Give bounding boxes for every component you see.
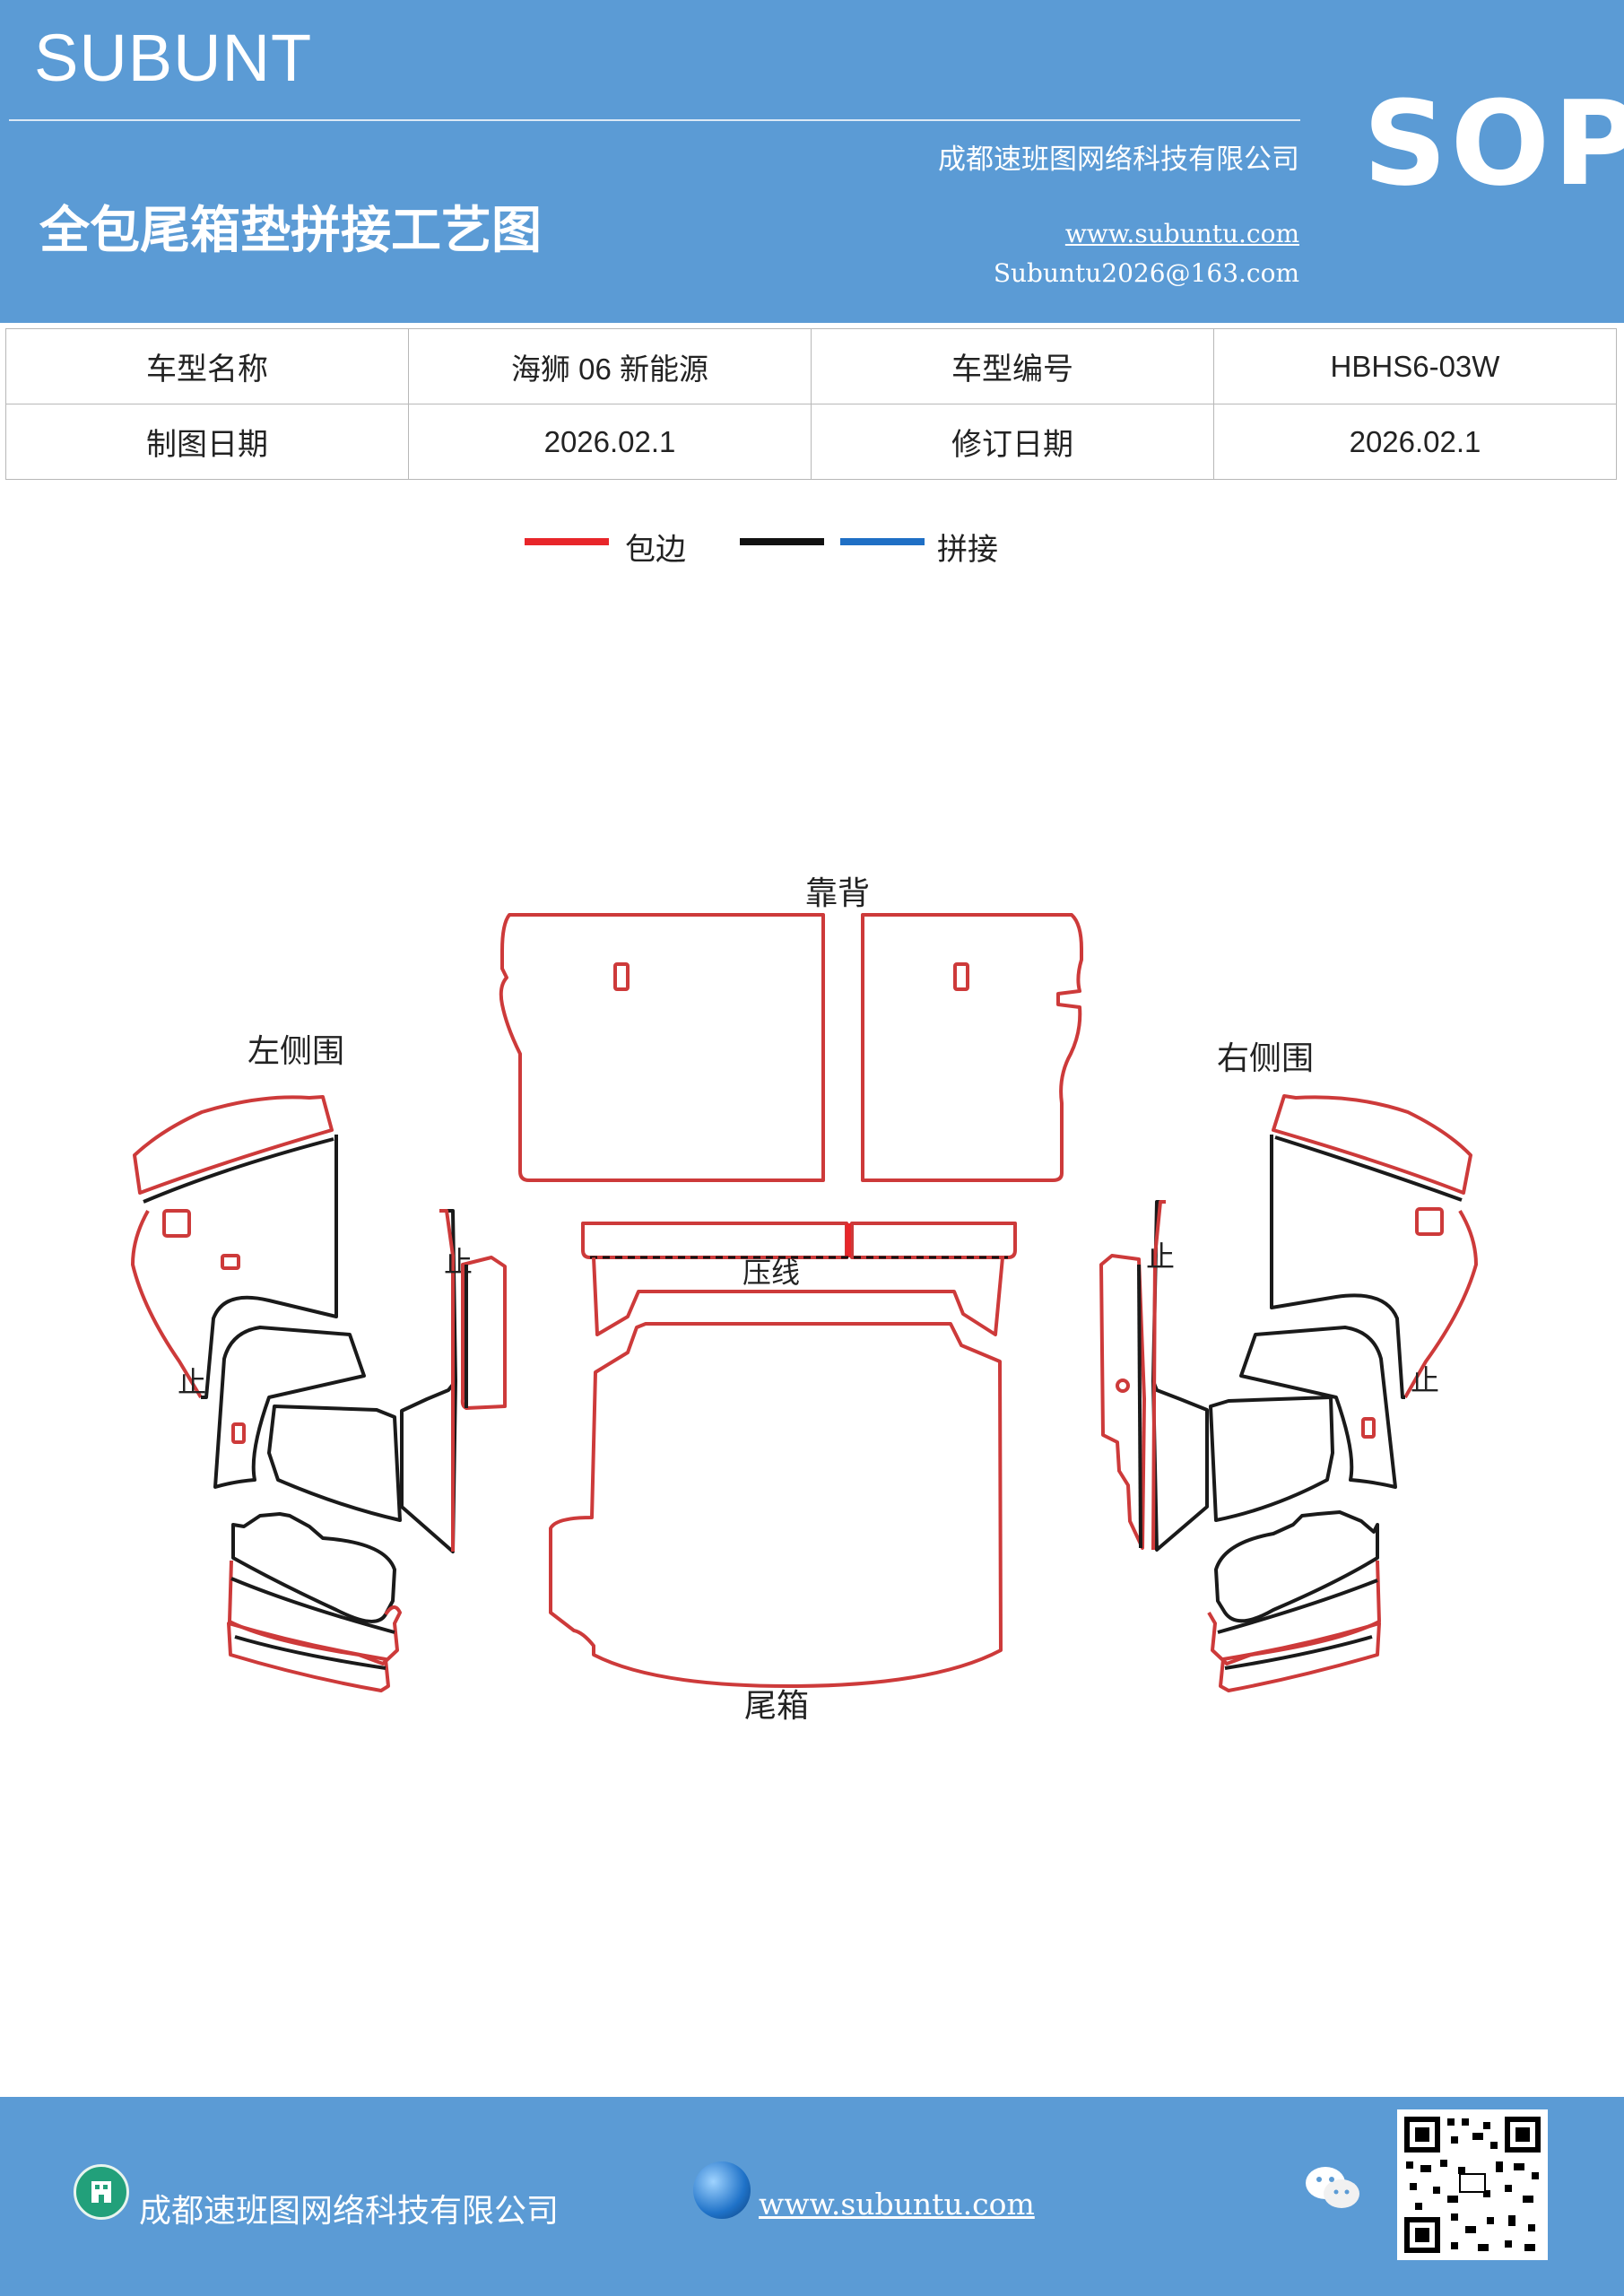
legend-edge-label: 包边 [625, 532, 686, 568]
left-side-bottom-panel [231, 1512, 396, 1623]
website-link[interactable]: www.subuntu.com [1064, 219, 1299, 248]
right-side-edge-strip [1099, 1254, 1146, 1550]
right-stop-mark-a: 止 [1411, 1363, 1439, 1397]
press-strip-right [850, 1222, 1017, 1259]
right-side-outer-edge [1403, 1209, 1478, 1398]
left-side-foot-strip [227, 1622, 390, 1692]
right-side-panel-mid [1239, 1326, 1397, 1489]
left-side-slot-c [231, 1422, 246, 1444]
vehicle-code-label: 车型编号 [811, 328, 1214, 404]
page-header: SUBUNT 成都速班图网络科技有限公司 全包尾箱垫拼接工艺图 www.subu… [0, 0, 1624, 323]
footer-company-name: 成都速班图网络科技有限公司 [139, 2193, 560, 2230]
right-side-bottom-panel [1214, 1510, 1379, 1623]
right-side-top-strip [1272, 1094, 1472, 1195]
right-side-seam-top [1274, 1135, 1463, 1202]
left-side-label: 左侧围 [248, 1033, 344, 1070]
left-side-seam-top [143, 1137, 334, 1204]
legend-seam-label: 拼接 [937, 532, 998, 568]
left-side-outer-edge [131, 1210, 203, 1399]
right-side-edge-seam [1137, 1264, 1142, 1549]
page-title: 全包尾箱垫拼接工艺图 [39, 201, 542, 260]
legend-seam-swatch-black [740, 538, 824, 545]
right-side-bottom-edge [1207, 1560, 1381, 1665]
right-side-pillar [1151, 1200, 1166, 1551]
right-side-hole [1116, 1378, 1130, 1393]
drawing-date-value: 2026.02.1 [408, 404, 812, 480]
legend-seam-swatch-blue [840, 538, 925, 545]
left-side-slot-b [221, 1254, 240, 1270]
left-side-panel-lower [267, 1405, 402, 1522]
left-side-foot-seam [234, 1635, 386, 1670]
brand-name: SUBUNT [34, 21, 313, 95]
right-side-bottom-seam [1217, 1578, 1378, 1634]
right-side-slot-a [1415, 1207, 1444, 1236]
table-row: 制图日期 2026.02.1 修订日期 2026.02.1 [5, 404, 1617, 480]
wechat-icon[interactable] [1302, 2161, 1365, 2215]
right-stop-mark-b: 止 [1146, 1239, 1175, 1274]
right-side-slot-c [1361, 1417, 1376, 1439]
right-side-foot-strip [1219, 1622, 1381, 1692]
revision-date-value: 2026.02.1 [1213, 404, 1617, 480]
left-side-top-strip [133, 1095, 334, 1195]
building-icon [74, 2164, 129, 2220]
email-address: Subuntu2026@163.com [993, 258, 1299, 288]
revision-date-label: 修订日期 [811, 404, 1214, 480]
vehicle-name-label: 车型名称 [5, 328, 409, 404]
right-side-panel-lower [1209, 1396, 1334, 1522]
legend-edge-swatch [525, 538, 609, 545]
trunk-label: 尾箱 [744, 1688, 809, 1725]
backrest-left-slot [613, 962, 630, 991]
header-divider [9, 119, 1300, 121]
backrest-label: 靠背 [805, 875, 870, 912]
trunk-upper-frame [592, 1257, 1004, 1336]
trunk-main-panel [549, 1322, 1003, 1688]
company-name: 成都速班图网络科技有限公司 [938, 144, 1299, 176]
vehicle-code-value: HBHS6-03W [1213, 328, 1617, 404]
right-side-main-panel [1270, 1135, 1405, 1399]
press-line-label: 压线 [743, 1256, 800, 1290]
left-side-main-panel [201, 1135, 338, 1399]
drawing-date-label: 制图日期 [5, 404, 409, 480]
left-side-pillar [439, 1209, 455, 1552]
backrest-right-panel [861, 913, 1083, 1182]
left-stop-mark-a: 止 [178, 1365, 206, 1399]
backrest-right-slot [953, 962, 969, 991]
backrest-left-panel [499, 913, 825, 1182]
table-row: 车型名称 海狮 06 新能源 车型编号 HBHS6-03W [5, 328, 1617, 404]
footer-website-link[interactable]: www.subuntu.com [759, 2187, 1035, 2222]
legend: 包边 拼接 [525, 525, 1063, 570]
left-side-bottom-seam [230, 1577, 395, 1634]
left-side-bottom-edge [228, 1560, 402, 1665]
vehicle-name-value: 海狮 06 新能源 [408, 328, 812, 404]
vehicle-info-table: 车型名称 海狮 06 新能源 车型编号 HBHS6-03W 制图日期 2026.… [5, 328, 1617, 480]
page-footer: 成都速班图网络科技有限公司 www.subuntu.com [0, 2097, 1624, 2296]
qr-code [1397, 2109, 1548, 2260]
left-side-panel-mid [213, 1326, 366, 1489]
globe-icon [693, 2161, 751, 2219]
splice-diagram: 靠背 压线 尾箱 左侧围 止 止 右侧围 止 止 [131, 875, 1478, 1725]
left-side-slot-a [162, 1209, 191, 1238]
right-side-label: 右侧围 [1217, 1040, 1314, 1077]
sop-badge: SOP [1363, 75, 1624, 212]
right-side-foot-seam [1224, 1635, 1373, 1670]
left-side-edge-strip [460, 1256, 507, 1410]
press-strip-left [581, 1222, 848, 1259]
